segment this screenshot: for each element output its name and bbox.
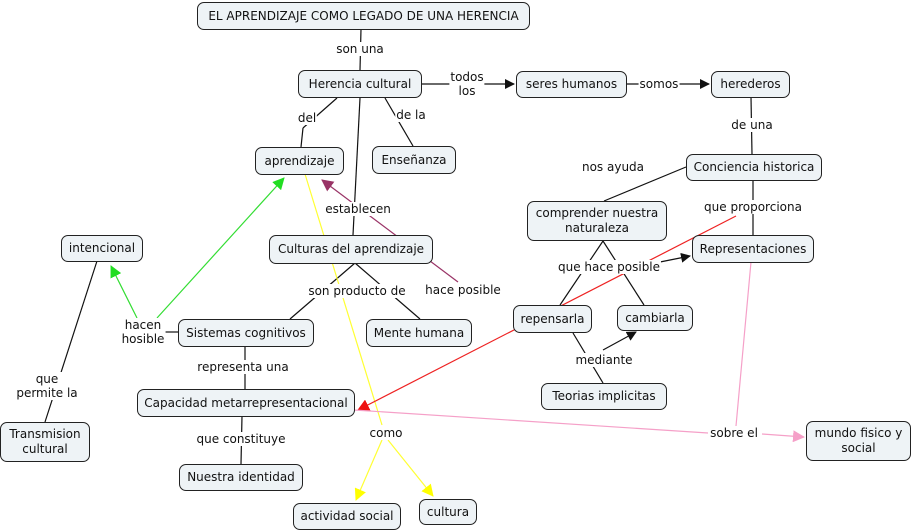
link-label-del: del (296, 111, 318, 125)
node-teorias-implicitas[interactable]: Teorias implicitas (541, 383, 667, 410)
link-label-que-permite-la: que permite la (15, 372, 79, 400)
node-capacidad-metarrepresentacional[interactable]: Capacidad metarrepresentacional (137, 389, 355, 417)
node-actividad-social[interactable]: actividad social (293, 503, 401, 530)
link-aprendizaje-como (304, 173, 383, 426)
link-representaciones-sobre (735, 261, 752, 427)
link-sobre-mundo (761, 430, 805, 443)
link-label-son-una: son una (335, 42, 385, 56)
link-label-sobre-el: sobre el (709, 426, 759, 440)
link-capacidad-sobre (353, 409, 709, 434)
link-como-actividad (354, 439, 383, 501)
node-representaciones[interactable]: Representaciones (692, 235, 814, 263)
node-cambiarla[interactable]: cambiarla (617, 305, 693, 331)
node-sistemas-cognitivos[interactable]: Sistemas cognitivos (178, 319, 314, 347)
link-label-que-proporciona: que proporciona (703, 200, 803, 214)
link-label-de-una: de una (730, 118, 774, 132)
link-label-establecen: establecen (324, 202, 392, 216)
link-label-todos-los: todos los (449, 70, 485, 98)
link-label-de-la: de la (395, 108, 427, 122)
link-herencia-ensenanza (384, 97, 414, 147)
link-mediante-cambiarla (602, 331, 637, 351)
node-comprender-naturaleza[interactable]: comprender nuestra naturaleza (527, 201, 667, 241)
node-transmision-cultural[interactable]: Transmision cultural (0, 422, 90, 462)
node-aprendizaje[interactable]: aprendizaje (255, 147, 344, 175)
node-mente-humana[interactable]: Mente humana (366, 319, 472, 347)
link-conciencia-comprender (603, 166, 687, 202)
node-cultura[interactable]: cultura (419, 499, 477, 525)
link-label-como: como (368, 426, 404, 440)
node-nuestra-identidad[interactable]: Nuestra identidad (179, 464, 303, 491)
node-conciencia-historica[interactable]: Conciencia historica (686, 154, 822, 181)
link-label-que-constituye: que constituye (195, 432, 287, 446)
link-como-cultura (387, 439, 434, 497)
link-hace-posible-aprendizaje (321, 179, 459, 283)
node-repensarla[interactable]: repensarla (513, 305, 592, 333)
link-label-hacen-hosible: hacen hosible (120, 318, 166, 346)
node-herencia-cultural[interactable]: Herencia cultural (298, 70, 422, 98)
link-del-aprendizaje (300, 127, 304, 148)
node-ensenanza[interactable]: Enseñanza (372, 146, 456, 174)
node-culturas-aprendizaje[interactable]: Culturas del aprendizaje (269, 235, 433, 264)
link-hacen-intencional (110, 265, 138, 319)
link-label-representa-una: representa una (196, 360, 290, 374)
link-label-que-hace-posible: que hace posible (556, 260, 662, 274)
link-label-somos: somos (638, 77, 680, 91)
link-label-mediante: mediante (574, 353, 634, 367)
link-qhp-representaciones (659, 252, 691, 263)
node-seres-humanos[interactable]: seres humanos (516, 71, 627, 98)
node-intencional[interactable]: intencional (61, 235, 143, 262)
node-mundo-fisico-social[interactable]: mundo fisico y social (806, 421, 911, 461)
link-label-nos-ayuda: nos ayuda (580, 160, 646, 174)
link-hacen-aprendizaje (156, 177, 285, 319)
node-title[interactable]: EL APRENDIZAJE COMO LEGADO DE UNA HERENC… (197, 2, 530, 30)
link-label-hace-posible: hace posible (424, 283, 502, 297)
node-herederos[interactable]: herederos (711, 71, 790, 98)
link-label-son-producto-de: son producto de (307, 284, 407, 298)
